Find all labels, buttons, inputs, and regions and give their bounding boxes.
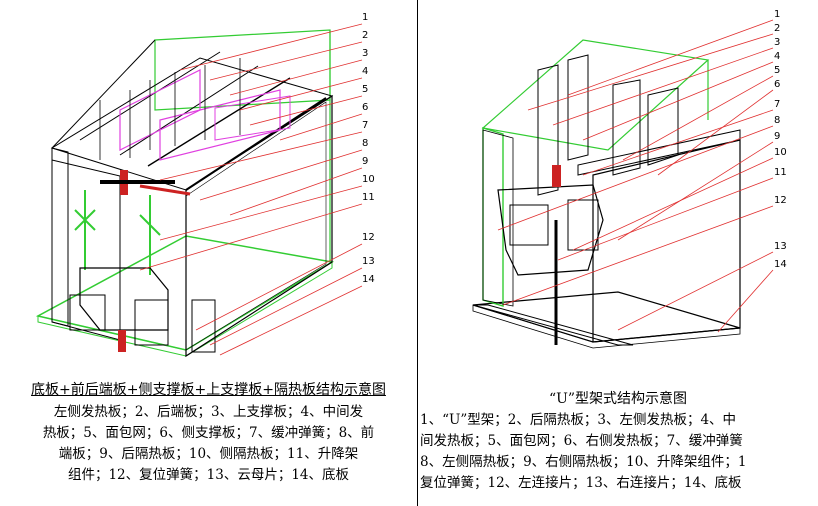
callout-number: 1 (362, 12, 368, 23)
right-figure-title: “U”型架式结构示意图 (548, 391, 688, 407)
callout-number: 4 (774, 51, 780, 62)
legend-line: 端板；9、后隔热板；10、侧隔热板；11、升降架 (58, 446, 359, 462)
left-figure-legend: 左侧发热板；2、后端板；3、上支撑板；4、中间发 热板；5、面包网；6、侧支撑板… (0, 402, 417, 486)
callout-number: 7 (362, 120, 368, 131)
callout-number: 10 (362, 174, 375, 185)
right-figure-legend: 1、“U”型架；2、后隔热板；3、左侧发热板；4、中 间发热板；5、面包网；6、… (420, 410, 818, 494)
callout-number: 12 (774, 195, 787, 206)
legend-line: 间发热板；5、面包网；6、右侧发热板；7、缓冲弹簧 (420, 433, 743, 449)
callout-number: 6 (774, 79, 780, 90)
left-toaster-structure-drawing: 1 2 3 4 5 6 7 8 9 10 11 12 13 14 (35, 12, 375, 358)
callout-number: 14 (774, 259, 787, 270)
callout-number: 2 (774, 23, 780, 34)
callout-number: 5 (774, 65, 780, 76)
legend-line: 左侧发热板；2、后端板；3、上支撑板；4、中间发 (53, 404, 364, 420)
callout-number: 11 (774, 167, 787, 178)
callout-number: 12 (362, 232, 375, 243)
legend-line: 热板；5、面包网；6、侧支撑板；7、缓冲弹簧；8、前 (42, 425, 375, 441)
callout-number: 8 (774, 115, 780, 126)
callout-number: 14 (362, 274, 375, 285)
legend-line: 复位弹簧；12、左连接片；13、右连接片；14、底板 (420, 475, 742, 491)
callout-number: 9 (362, 156, 368, 167)
callout-number: 2 (362, 30, 368, 41)
callout-number: 4 (362, 66, 368, 77)
callout-number: 7 (774, 99, 780, 110)
callout-number: 13 (362, 256, 375, 267)
legend-line: 8、左侧隔热板；9、右侧隔热板；10、升降架组件；1 (420, 454, 747, 470)
callout-number: 10 (774, 147, 787, 158)
callout-number: 8 (362, 138, 368, 149)
column-divider (417, 0, 418, 506)
right-figure-panel: 1 2 3 4 5 6 7 8 9 10 11 12 13 14 “U”型架式结… (418, 0, 818, 506)
right-u-frame-structure-drawing: 1 2 3 4 5 6 7 8 9 10 11 12 13 14 (472, 9, 787, 349)
legend-line: 组件；12、复位弹簧；13、云母片；14、底板 (67, 467, 350, 483)
callout-number: 1 (774, 9, 780, 20)
callout-number: 6 (362, 102, 368, 113)
callout-number: 13 (774, 241, 787, 252)
left-figure-title: 底板+前后端板+侧支撑板+上支撑板+隔热板结构示意图 (31, 382, 386, 398)
callout-number: 5 (362, 84, 368, 95)
callout-number: 3 (774, 37, 780, 48)
left-figure-panel: 1 2 3 4 5 6 7 8 9 10 11 12 13 14 底板+前后端板… (0, 12, 417, 486)
callout-number: 11 (362, 192, 375, 203)
legend-line: 1、“U”型架；2、后隔热板；3、左侧发热板；4、中 (420, 412, 737, 428)
callout-number: 3 (362, 48, 368, 59)
callout-number: 9 (774, 131, 780, 142)
